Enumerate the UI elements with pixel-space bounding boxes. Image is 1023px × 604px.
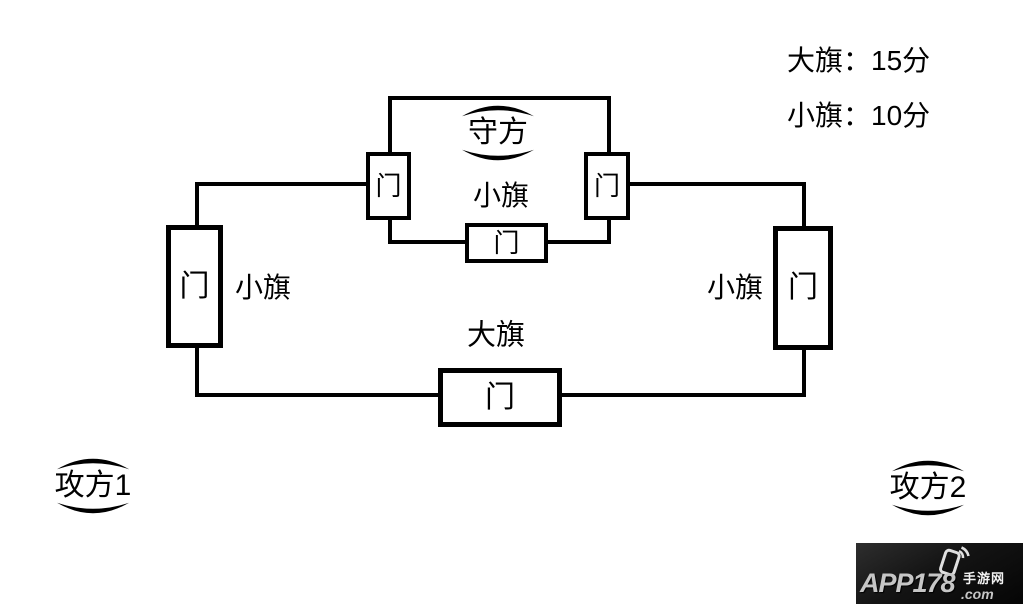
watermark: APP178 手游网 .com: [856, 543, 1023, 604]
attacker2-label: 攻方2: [889, 471, 967, 504]
path-right-horizontal: [628, 182, 806, 186]
wall-inner-top: [388, 96, 611, 100]
eye-arc-bottom-icon: [462, 149, 534, 161]
watermark-domain: .com: [961, 586, 994, 602]
wall-inner-bottom-left: [388, 240, 473, 244]
gate-label: 门: [485, 380, 515, 414]
gate-label: 门: [788, 271, 818, 304]
big-flag-label: 大旗: [466, 319, 526, 352]
defender-badge: 守方: [452, 102, 544, 164]
gate-inner-left: 门: [366, 152, 411, 220]
eye-arc-top-icon: [57, 458, 129, 470]
gate-label: 门: [375, 171, 402, 201]
gate-label: 门: [593, 171, 620, 201]
watermark-brand: APP178: [860, 568, 956, 598]
attacker1-label: 攻方1: [54, 469, 132, 502]
legend-big-flag-score: 大旗：15分: [787, 45, 931, 76]
gate-outer-left: 门: [166, 225, 223, 348]
eye-arc-bottom-icon: [892, 504, 964, 516]
small-flag-label-left: 小旗: [234, 272, 292, 303]
gate-inner-bottom: 门: [465, 223, 548, 263]
wall-inner-bottom-right: [540, 240, 611, 244]
gate-bottom-center: 门: [438, 368, 562, 427]
wall-inner-right-upper: [607, 96, 611, 156]
path-bottom-left: [195, 393, 445, 397]
path-right-vertical-upper: [802, 182, 806, 230]
wall-inner-left-lower: [388, 216, 392, 244]
small-flag-label-right: 小旗: [706, 272, 764, 303]
attacker1-badge: 攻方1: [47, 455, 139, 517]
watermark-site: 手游网: [963, 571, 1006, 586]
path-left-vertical-upper: [195, 182, 199, 230]
path-left-horizontal: [195, 182, 370, 186]
small-flag-label-inner: 小旗: [472, 180, 530, 211]
phone-signal-icon: [939, 546, 970, 577]
path-left-vertical-lower: [195, 344, 199, 397]
eye-arc-top-icon: [892, 460, 964, 472]
path-bottom-right: [558, 393, 806, 397]
eye-arc-bottom-icon: [57, 502, 129, 514]
legend-small-flag-score: 小旗：10分: [787, 100, 931, 131]
gate-label: 门: [179, 269, 210, 303]
path-right-vertical-lower: [802, 348, 806, 397]
defender-label: 守方: [468, 116, 528, 149]
eye-arc-top-icon: [462, 105, 534, 117]
wall-inner-left-upper: [388, 96, 392, 156]
wall-inner-right-lower: [607, 216, 611, 244]
gate-label: 门: [493, 228, 520, 258]
attacker2-badge: 攻方2: [882, 457, 974, 519]
gate-outer-right: 门: [773, 226, 833, 350]
gate-inner-right: 门: [584, 152, 630, 220]
